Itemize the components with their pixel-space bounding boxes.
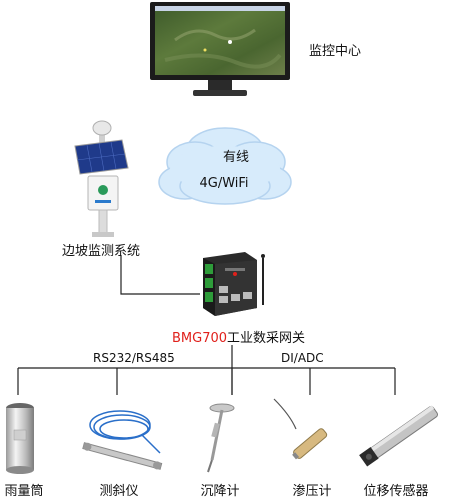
device-label-inclinometer: 测斜仪 xyxy=(99,484,139,499)
rain-gauge-icon xyxy=(6,403,34,474)
device-label-piezometer: 渗压计 xyxy=(292,484,332,499)
slope-station-icon xyxy=(74,120,129,237)
device-label-settlement: 沉降计 xyxy=(200,484,240,499)
cloud-icon xyxy=(158,127,292,205)
inclinometer-icon xyxy=(82,410,163,470)
displacement-sensor-icon xyxy=(359,405,438,467)
gateway-device-icon xyxy=(203,252,265,316)
piezometer-icon xyxy=(273,398,328,460)
interface-serial-label: RS232/RS485 xyxy=(93,351,175,365)
interface-io-label: DI/ADC xyxy=(281,351,324,365)
slope-to-gateway-line xyxy=(120,255,200,295)
network-wired-label: 有线 xyxy=(222,150,250,165)
settlement-gauge-icon xyxy=(207,403,235,473)
gateway-model: BMG700 xyxy=(172,331,228,346)
monitor-center-label: 监控中心 xyxy=(309,44,362,59)
gateway-name: 工业数采网关 xyxy=(227,331,306,346)
gateway-label: BMG700工业数采网关 xyxy=(172,327,305,346)
monitor-icon xyxy=(150,2,290,96)
device-label-rain-gauge: 雨量筒 xyxy=(4,484,44,499)
slope-system-label: 边坡监测系统 xyxy=(62,244,141,259)
network-wireless-label: 4G/WiFi xyxy=(199,176,249,191)
device-label-displacement: 位移传感器 xyxy=(363,484,429,499)
